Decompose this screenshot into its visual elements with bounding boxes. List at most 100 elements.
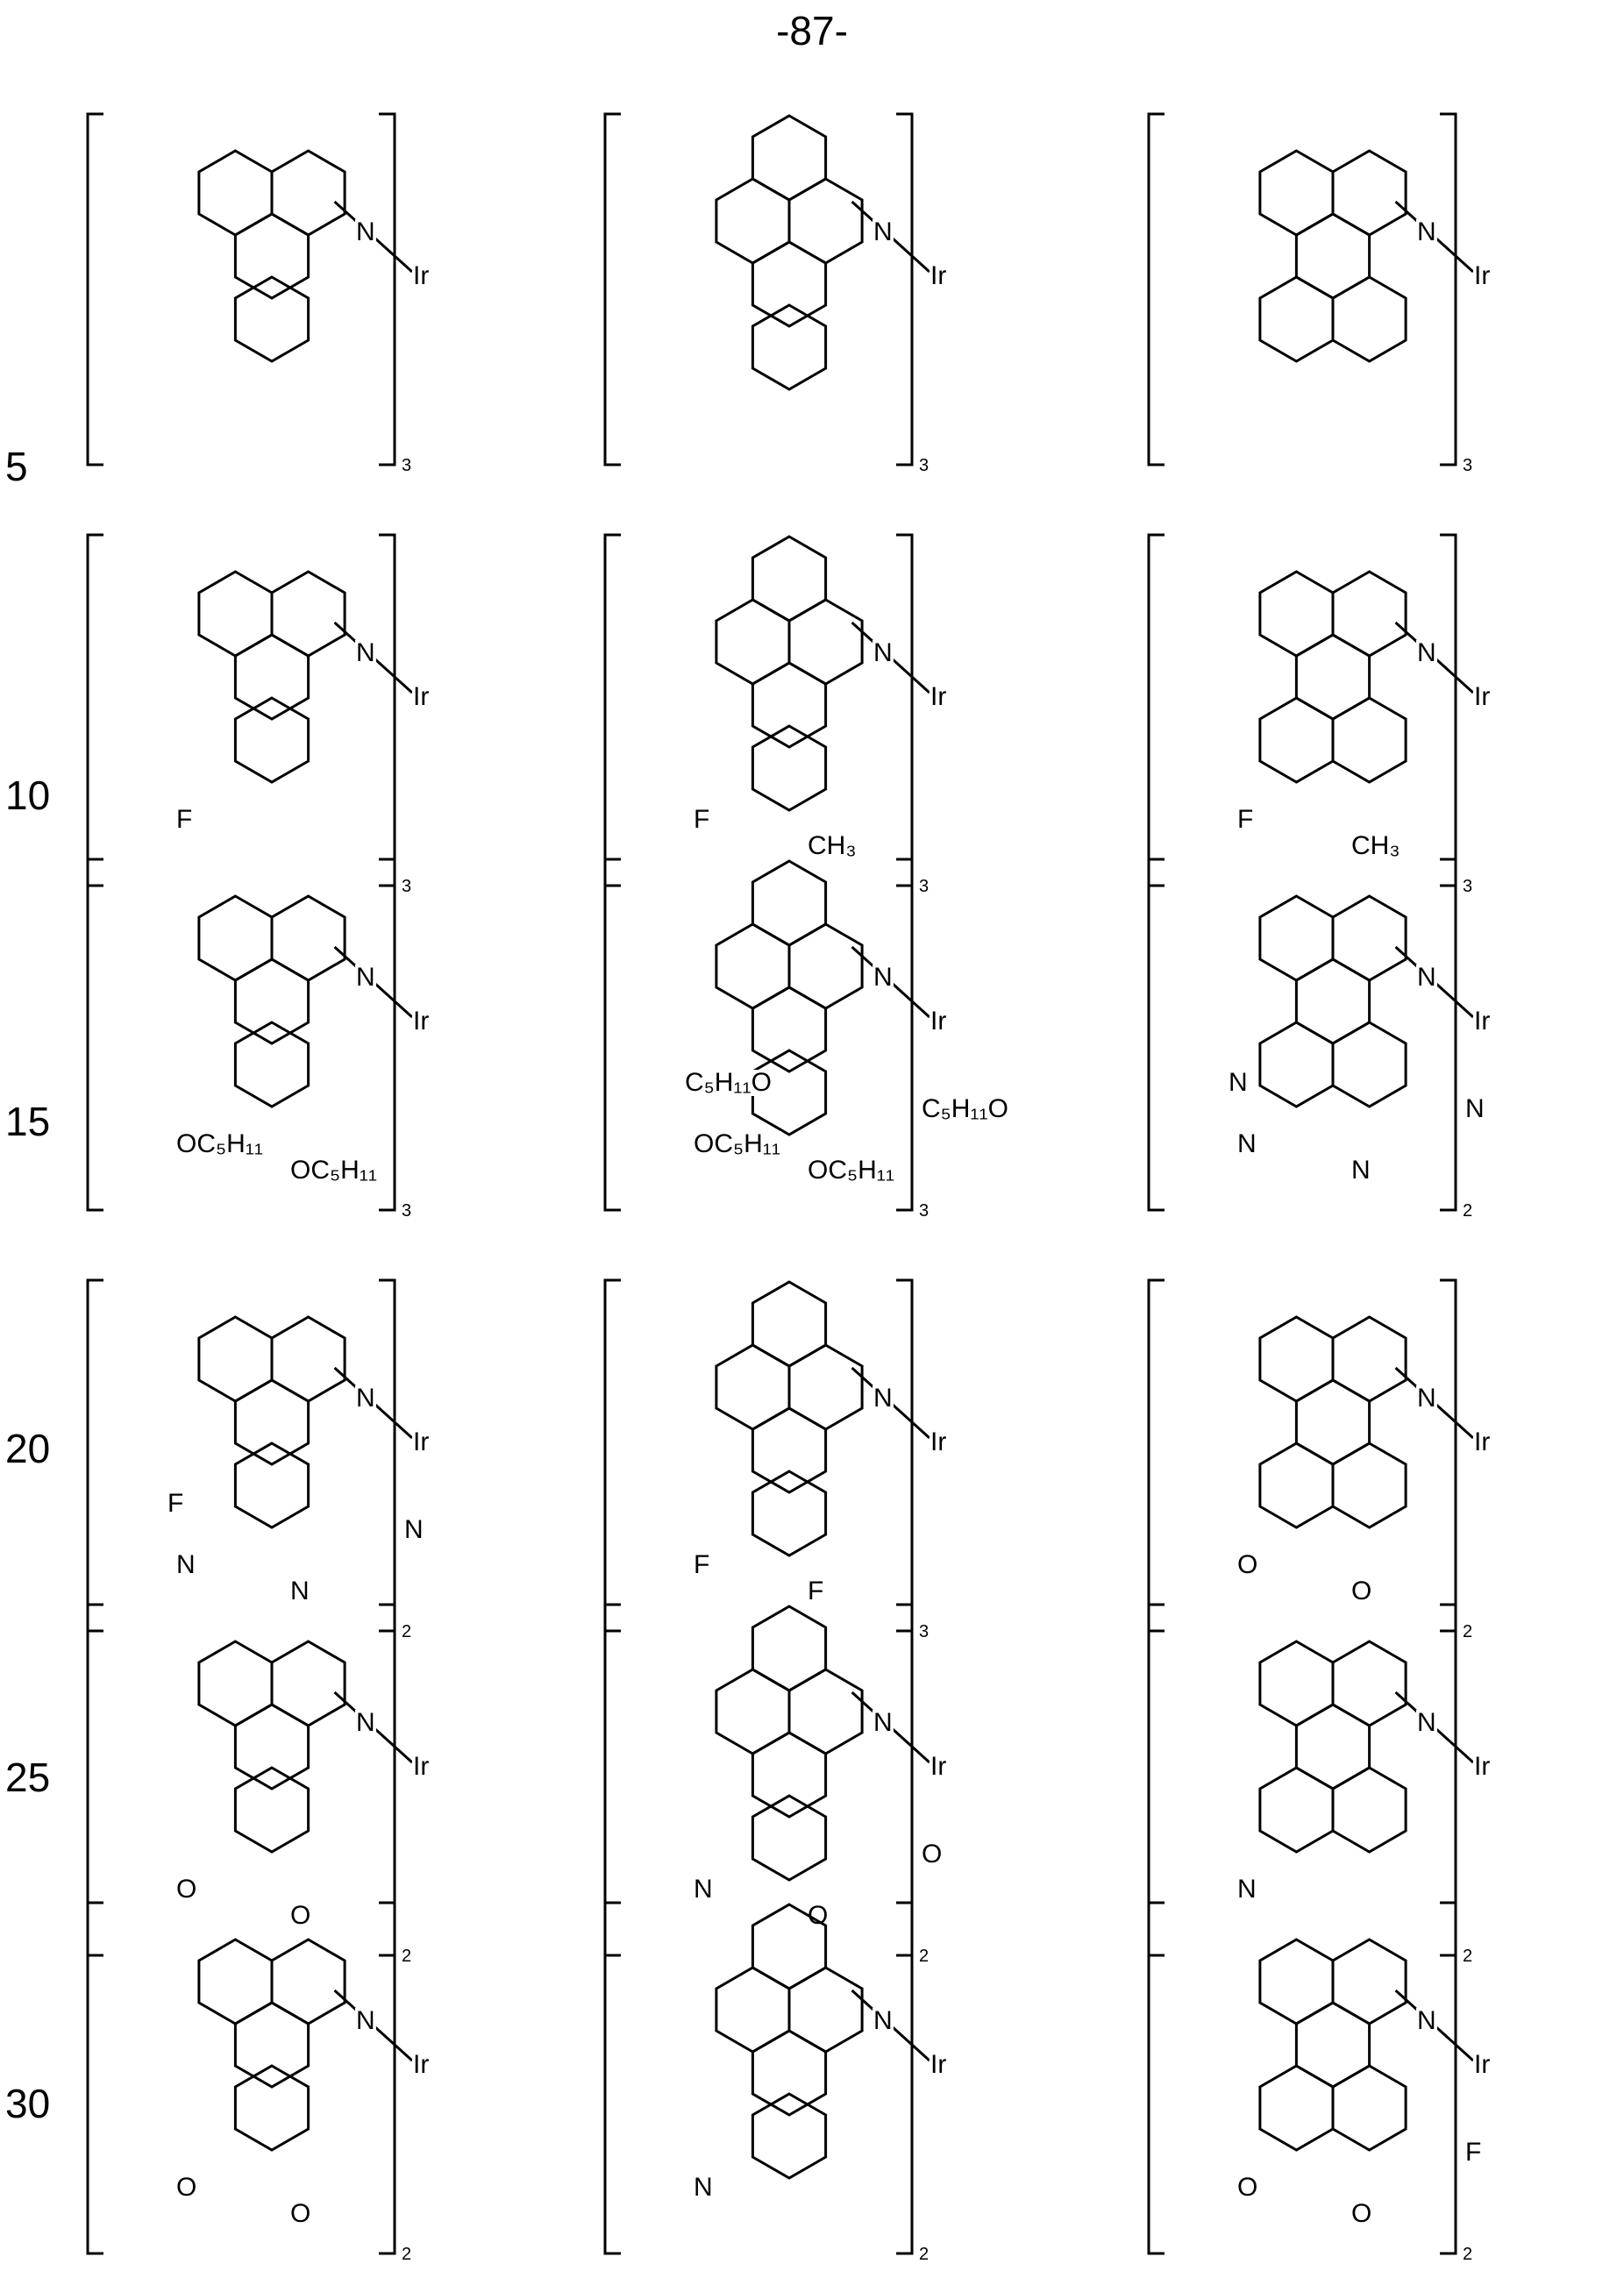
bracket — [605, 1903, 621, 2253]
aromatic-ring — [235, 214, 308, 298]
aromatic-ring — [1333, 2066, 1406, 2150]
aromatic-ring — [752, 242, 825, 326]
aromatic-ring — [1296, 214, 1369, 298]
atom-label: Ir — [412, 1754, 430, 1780]
aromatic-ring — [235, 1768, 308, 1852]
chemical-structure: NIrOC₅H₁₁OC₅H₁₁C₅H₁₁OC₅H₁₁O3 — [588, 842, 1043, 1228]
ligand-count-subscript: 2 — [1463, 1201, 1472, 1221]
aromatic-ring — [1260, 1940, 1333, 2024]
aromatic-ring — [235, 2003, 308, 2087]
bracket — [1149, 859, 1165, 1210]
atom-label: N — [1416, 965, 1437, 991]
ligand-count-subscript: 3 — [919, 456, 929, 476]
aromatic-ring — [752, 1282, 825, 1366]
aromatic-ring — [1296, 1705, 1369, 1789]
aromatic-ring — [272, 1940, 345, 2024]
chemical-structure: NIr3 — [70, 96, 526, 482]
bracket — [1149, 535, 1165, 886]
atom-label: Ir — [1473, 1008, 1491, 1035]
aromatic-ring — [752, 2094, 825, 2178]
bracket — [605, 114, 621, 465]
chemical-structure: NIrN2 — [588, 1885, 1043, 2271]
atom-label: N — [355, 1710, 376, 1736]
aromatic-ring — [789, 179, 862, 263]
aromatic-ring — [752, 1733, 825, 1817]
atom-label: N — [355, 965, 376, 991]
atom-label: F — [693, 807, 710, 833]
aromatic-ring — [1333, 896, 1406, 980]
aromatic-ring — [789, 1968, 862, 2052]
bracket — [1149, 1903, 1165, 2253]
atom-label: Ir — [412, 2052, 430, 2078]
atom-label: N — [1236, 1131, 1257, 1157]
line-number: 15 — [5, 1098, 50, 1145]
bracket — [1440, 535, 1456, 886]
bracket — [379, 859, 395, 1210]
bracket — [605, 859, 621, 1210]
aromatic-ring — [1260, 1768, 1333, 1852]
bracket — [88, 114, 103, 465]
line-number: 5 — [5, 443, 28, 490]
bracket — [896, 114, 912, 465]
bracket — [605, 535, 621, 886]
aromatic-ring — [752, 1796, 825, 1880]
page-number: -87- — [0, 7, 1624, 54]
atom-label: N — [1416, 219, 1437, 246]
aromatic-ring — [1333, 1641, 1406, 1726]
aromatic-ring — [752, 1408, 825, 1492]
aromatic-ring — [716, 179, 789, 263]
aromatic-ring — [1333, 151, 1406, 235]
aromatic-ring — [752, 663, 825, 747]
atom-label: N — [873, 1710, 894, 1736]
atom-label: C₅H₁₁O — [684, 1070, 773, 1096]
aromatic-ring — [752, 726, 825, 810]
bracket — [1440, 1903, 1456, 2253]
aromatic-ring — [199, 1317, 272, 1401]
atom-label: N — [403, 1517, 424, 1543]
bracket — [1440, 859, 1456, 1210]
atom-label: OC₅H₁₁ — [693, 1131, 781, 1157]
atom-label: Ir — [412, 1008, 430, 1035]
aromatic-ring — [235, 1443, 308, 1527]
atom-label: N — [1464, 1096, 1485, 1122]
chemical-structure: NIrOO2 — [70, 1885, 526, 2271]
atom-label: Ir — [1473, 684, 1491, 710]
atom-label: Ir — [930, 1429, 947, 1456]
aromatic-ring — [199, 896, 272, 980]
atom-label: N — [1416, 2008, 1437, 2034]
chemical-structure: NIrOOF2 — [1131, 1885, 1587, 2271]
aromatic-ring — [1296, 1380, 1369, 1464]
aromatic-ring — [235, 1705, 308, 1789]
bracket — [379, 114, 395, 465]
atom-label: N — [1416, 1710, 1437, 1736]
ligand-count-subscript: 2 — [1463, 2245, 1472, 2265]
atom-label: F — [167, 1491, 184, 1517]
line-number: 25 — [5, 1754, 50, 1801]
atom-label: Ir — [412, 684, 430, 710]
atom-label: Ir — [930, 263, 947, 289]
atom-label: N — [355, 1385, 376, 1412]
atom-label: Ir — [930, 1008, 947, 1035]
aromatic-ring — [1260, 1641, 1333, 1726]
ligand-count-subscript: 2 — [919, 2245, 929, 2265]
atom-label: O — [1236, 2175, 1258, 2201]
aromatic-ring — [272, 572, 345, 656]
bracket — [88, 859, 103, 1210]
atom-label: N — [873, 965, 894, 991]
atom-label: Ir — [1473, 263, 1491, 289]
bracket — [88, 1903, 103, 2253]
ligand-count-subscript: 3 — [402, 456, 411, 476]
line-number: 20 — [5, 1425, 50, 1472]
structure-drawing — [70, 96, 526, 482]
bracket — [1149, 1280, 1165, 1631]
atom-label: Ir — [930, 1754, 947, 1780]
aromatic-ring — [199, 572, 272, 656]
aromatic-ring — [789, 600, 862, 684]
aromatic-ring — [1296, 959, 1369, 1043]
bracket — [896, 1903, 912, 2253]
atom-label: N — [1416, 640, 1437, 666]
aromatic-ring — [752, 1904, 825, 1989]
bracket — [88, 535, 103, 886]
atom-label: Ir — [930, 2052, 947, 2078]
aromatic-ring — [235, 959, 308, 1043]
